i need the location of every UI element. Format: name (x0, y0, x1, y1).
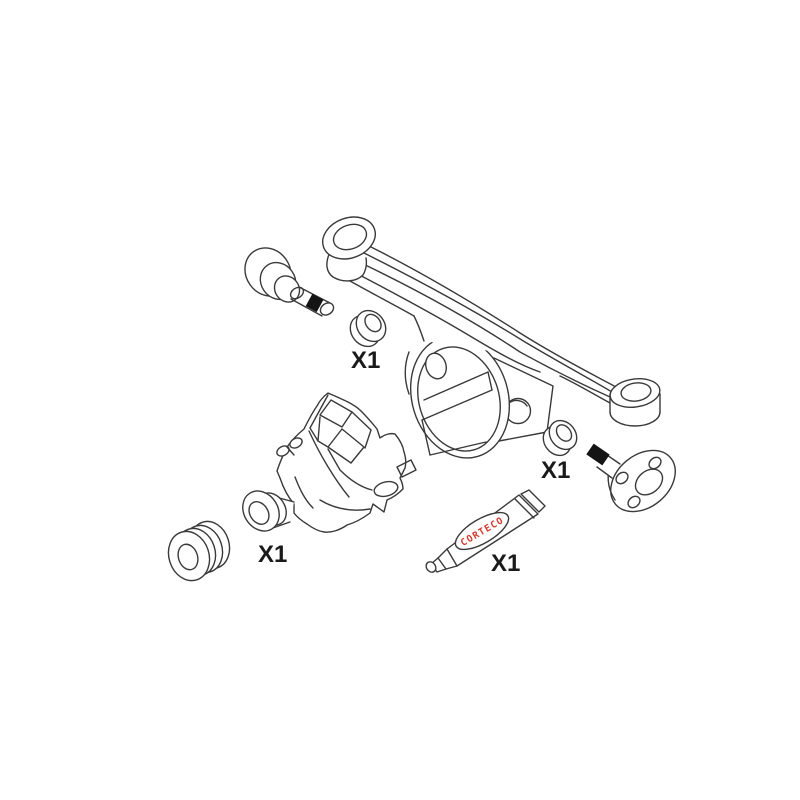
stud-black-band (305, 293, 324, 313)
differential-housing: X1 (242, 392, 417, 568)
axle-carrier-arm (322, 216, 661, 459)
splined-black-section (586, 443, 610, 466)
qty-label-seal-top: X1 (351, 347, 380, 374)
shaft-seal-top: X1 (349, 309, 387, 374)
sealant-tube: CORTECO X1 (425, 489, 546, 577)
qty-label-tube: X1 (491, 550, 520, 577)
drive-flange-stud (586, 443, 676, 513)
qty-label-housing: X1 (258, 541, 287, 568)
shaft-seal-right: X1 (541, 419, 578, 484)
closing-plug (167, 520, 231, 582)
qty-label-seal-right: X1 (541, 457, 570, 484)
stud-with-seal-carrier (244, 247, 335, 317)
